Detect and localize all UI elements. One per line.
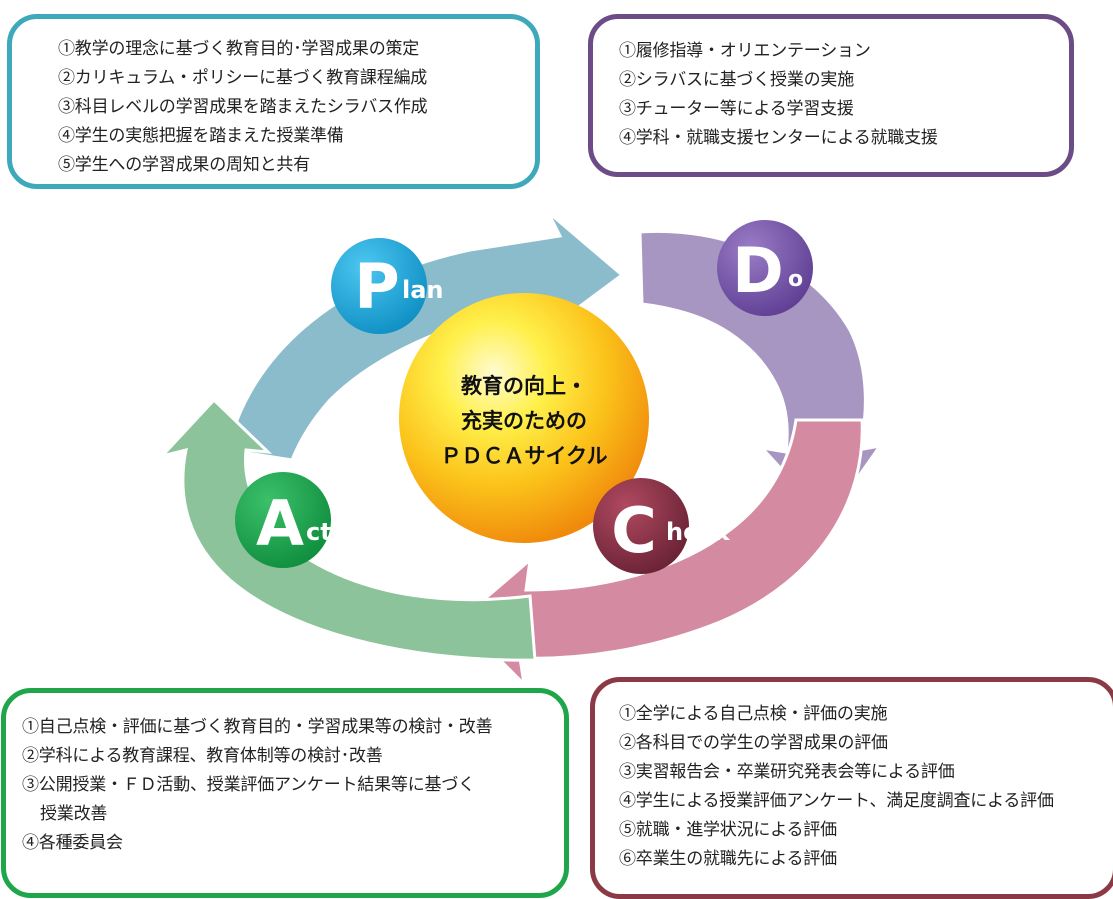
act-arrow bbox=[157, 397, 537, 662]
check-badge bbox=[593, 478, 689, 574]
center-line-2: 充実のための bbox=[461, 409, 587, 433]
do-badge bbox=[717, 220, 813, 316]
act-item-2: ②学科による教育課程、教育体制等の検討･改善 bbox=[22, 746, 383, 766]
check-item-6: ⑥卒業生の就職先による評価 bbox=[619, 849, 837, 869]
do-item-3: ③チューター等による学習支援 bbox=[619, 99, 854, 119]
plan-box: ①教学の理念に基づく教育目的･学習成果の策定 ②カリキュラム・ポリシーに基づく教… bbox=[7, 14, 540, 189]
check-item-2: ②各科目での学生の学習成果の評価 bbox=[619, 733, 888, 753]
plan-item-5: ⑤学生への学習成果の周知と共有 bbox=[58, 155, 310, 175]
act-badge-rest: ct bbox=[306, 518, 332, 546]
center-line-3: ＰＤＣＡサイクル bbox=[441, 444, 608, 468]
do-list: ①履修指導・オリエンテーション ②シラバスに基づく授業の実施 ③チューター等によ… bbox=[619, 37, 1069, 153]
plan-item-1: ①教学の理念に基づく教育目的･学習成果の策定 bbox=[58, 39, 420, 59]
check-badge-rest: heck bbox=[666, 518, 731, 546]
act-badge-letter: A bbox=[256, 487, 304, 560]
plan-badge-letter: P bbox=[354, 250, 399, 323]
check-item-3: ③実習報告会・卒業研究発表会等による評価 bbox=[619, 762, 955, 782]
center-line-1: 教育の向上・ bbox=[461, 374, 587, 398]
act-item-4: ④各種委員会 bbox=[22, 833, 123, 853]
do-item-2: ②シラバスに基づく授業の実施 bbox=[619, 70, 855, 90]
plan-badge-rest: lan bbox=[402, 276, 444, 304]
act-list: ①自己点検・評価に基づく教育目的・学習成果等の検討・改善 ②学科による教育課程、… bbox=[22, 713, 564, 858]
act-item-1: ①自己点検・評価に基づく教育目的・学習成果等の検討・改善 bbox=[22, 717, 493, 737]
plan-list: ①教学の理念に基づく教育目的･学習成果の策定 ②カリキュラム・ポリシーに基づく教… bbox=[58, 35, 535, 180]
plan-badge bbox=[331, 238, 427, 334]
check-list: ①全学による自己点検・評価の実施 ②各科目での学生の学習成果の評価 ③実習報告会… bbox=[619, 700, 1113, 874]
act-item-3: ③公開授業・ＦＤ活動、授業評価アンケート結果等に基づく bbox=[22, 775, 475, 795]
center-sphere bbox=[399, 293, 649, 543]
check-item-1: ①全学による自己点検・評価の実施 bbox=[619, 704, 888, 724]
do-badge-rest: o bbox=[788, 267, 803, 292]
check-box: ①全学による自己点検・評価の実施 ②各科目での学生の学習成果の評価 ③実習報告会… bbox=[590, 677, 1113, 899]
plan-item-3: ③科目レベルの学習成果を踏まえたシラバス作成 bbox=[58, 97, 428, 117]
do-item-4: ④学科・就職支援センターによる就職支援 bbox=[619, 128, 938, 148]
act-item-3-cont: 授業改善 bbox=[22, 800, 564, 829]
do-badge-letter: D bbox=[732, 234, 783, 307]
check-item-4: ④学生による授業評価アンケート、満足度調査による評価 bbox=[619, 791, 1054, 811]
check-badge-letter: C bbox=[611, 494, 657, 567]
plan-item-2: ②カリキュラム・ポリシーに基づく教育課程編成 bbox=[58, 68, 428, 88]
act-box: ①自己点検・評価に基づく教育目的・学習成果等の検討・改善 ②学科による教育課程、… bbox=[1, 688, 569, 898]
plan-item-4: ④学生の実態把握を踏まえた授業準備 bbox=[58, 126, 344, 146]
do-box: ①履修指導・オリエンテーション ②シラバスに基づく授業の実施 ③チューター等によ… bbox=[588, 14, 1074, 177]
do-item-1: ①履修指導・オリエンテーション bbox=[619, 41, 871, 61]
check-item-5: ⑤就職・進学状況による評価 bbox=[619, 820, 837, 840]
act-item-3-cont-text: 授業改善 bbox=[40, 804, 108, 824]
act-badge bbox=[235, 472, 331, 568]
